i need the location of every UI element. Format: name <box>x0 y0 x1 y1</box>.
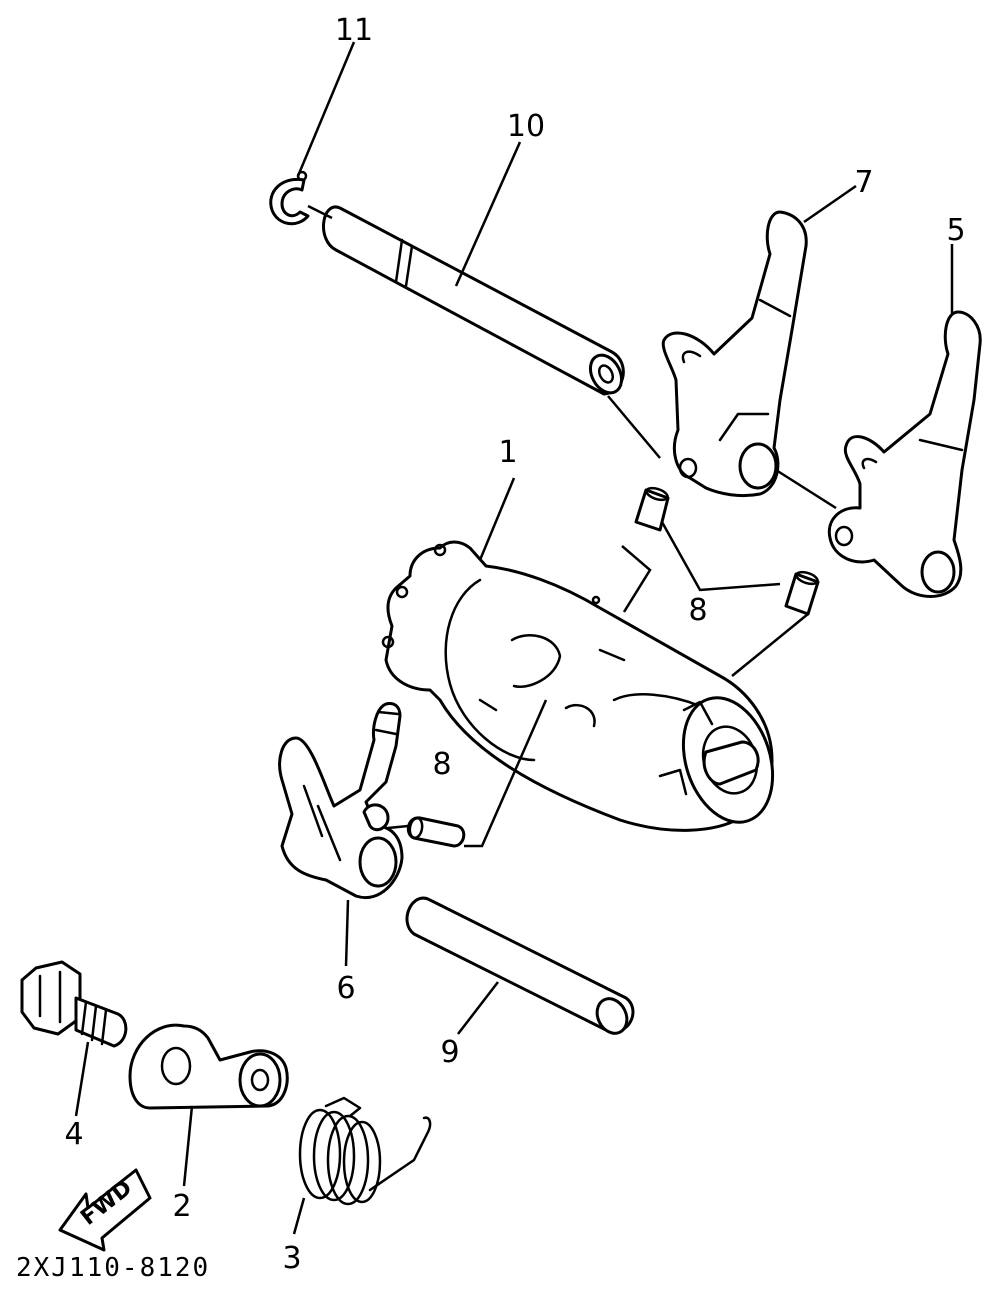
bolt-part-4 <box>20 960 128 1048</box>
shift-fork-part-5 <box>827 310 982 598</box>
shift-drum-part-1 <box>381 540 775 832</box>
callout-3: 3 <box>282 1241 301 1276</box>
shaft-part-10 <box>322 205 625 396</box>
callout-11: 11 <box>335 13 373 48</box>
callout-10: 10 <box>507 109 545 144</box>
guide-pin-part-8-upper-right <box>784 570 820 616</box>
callout-7: 7 <box>854 165 873 200</box>
callout-4: 4 <box>64 1117 83 1152</box>
diagram-code: 2XJ110-8120 <box>16 1253 210 1283</box>
torsion-spring-part-3 <box>298 1096 432 1206</box>
callout-8-upper: 8 <box>688 593 707 628</box>
leader-lines <box>74 41 954 1235</box>
circlip-part-11 <box>269 170 310 226</box>
guide-pin-part-8-lower <box>406 816 466 848</box>
callout-1: 1 <box>498 435 517 470</box>
callout-labels: 11 10 7 5 1 8 8 6 9 4 2 3 <box>64 13 965 1276</box>
stopper-lever-part-2 <box>128 1023 289 1110</box>
callout-2: 2 <box>172 1189 191 1224</box>
shift-fork-part-7 <box>661 210 808 498</box>
fwd-direction-arrow: FWD <box>58 1168 152 1252</box>
shift-fork-part-6 <box>278 702 404 900</box>
callout-8-lower: 8 <box>432 747 451 782</box>
callout-9: 9 <box>440 1035 459 1070</box>
pin-shaft-part-9 <box>405 896 635 1035</box>
callout-5: 5 <box>946 213 965 248</box>
guide-pin-part-8-upper-left <box>634 486 670 532</box>
callout-6: 6 <box>336 971 355 1006</box>
